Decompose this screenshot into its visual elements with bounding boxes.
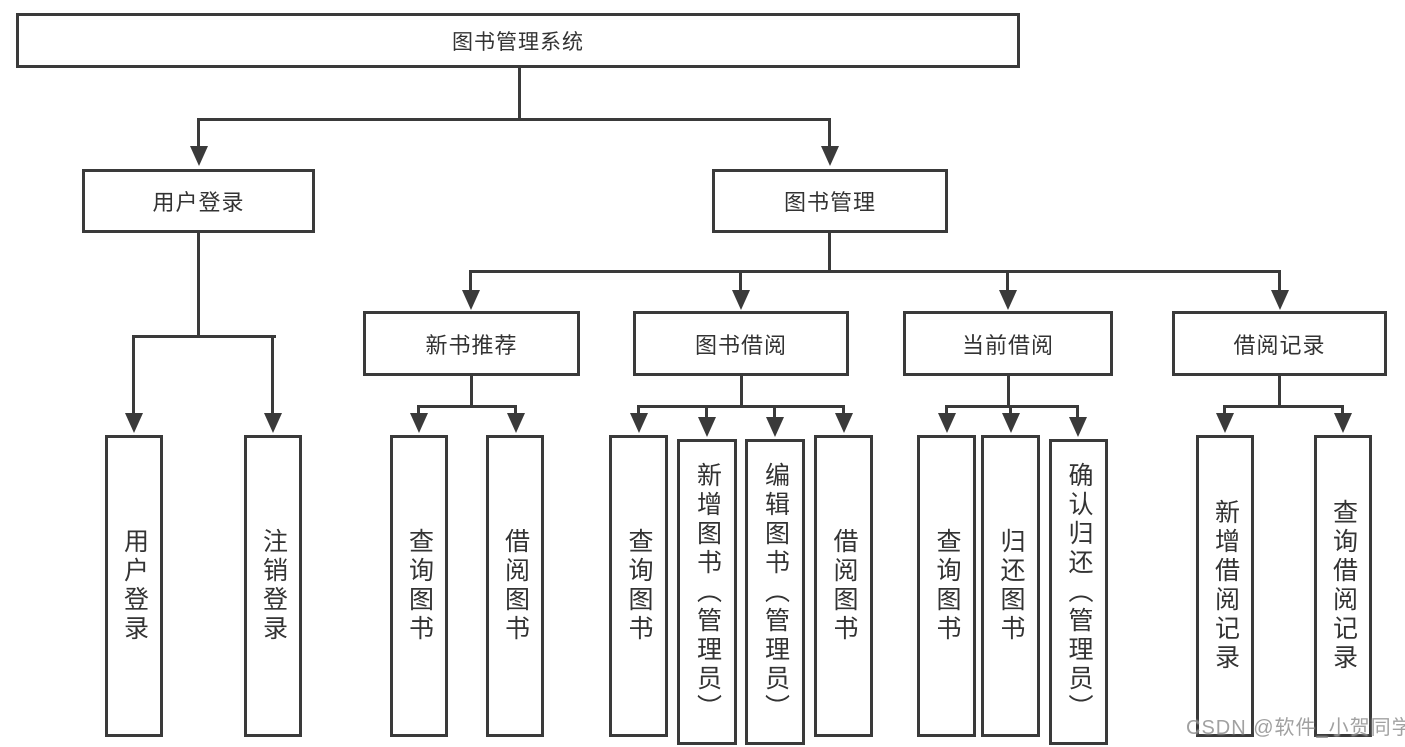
- node-borrowing-records-label: 借阅记录: [1233, 332, 1326, 358]
- node-leaf-borrow-books-recommend: 借阅图书: [486, 435, 544, 737]
- connector-shaft: [1223, 405, 1226, 417]
- node-current-borrowing-label: 当前借阅: [961, 332, 1054, 358]
- node-leaf-query-borrow-record-label: 查询借阅记录: [1329, 499, 1358, 673]
- connector-shaft: [1278, 270, 1281, 292]
- connector-arrowhead: [1334, 413, 1352, 433]
- connector-arrowhead: [1216, 413, 1234, 433]
- connector-shaft: [842, 405, 845, 417]
- connector-user-login-rail: [132, 335, 276, 338]
- connector-rail: [417, 405, 517, 408]
- connector-shaft: [705, 405, 708, 417]
- node-leaf-borrow-books-borrowing: 借阅图书: [814, 435, 873, 737]
- node-leaf-query-books-borrowing: 查询图书: [609, 435, 668, 737]
- node-leaf-add-borrow-record: 新增借阅记录: [1196, 435, 1254, 737]
- connector-rail: [637, 405, 845, 408]
- connector-arrowhead: [938, 413, 956, 433]
- node-new-book-recommend: 新书推荐: [363, 311, 580, 376]
- connector-shaft: [271, 335, 274, 415]
- connector-arrowhead: [999, 290, 1017, 310]
- node-leaf-query-books-current: 查询图书: [917, 435, 976, 737]
- connector-arrowhead: [264, 413, 282, 433]
- connector-shaft: [469, 270, 472, 292]
- node-leaf-user-login: 用户登录: [105, 435, 163, 737]
- connector-stem: [1007, 376, 1010, 408]
- watermark-text: CSDN @软件_小贺同学: [1186, 717, 1405, 739]
- connector-shaft: [132, 335, 135, 415]
- connector-shaft: [1009, 405, 1012, 417]
- node-current-borrowing: 当前借阅: [903, 311, 1113, 376]
- node-book-borrowing: 图书借阅: [633, 311, 849, 376]
- node-leaf-add-book-admin: 新增图书（管理员）: [677, 439, 737, 745]
- connector-shaft: [514, 405, 517, 417]
- node-leaf-logout: 注销登录: [244, 435, 302, 737]
- connector-shaft: [417, 405, 420, 417]
- connector-arrowhead: [125, 413, 143, 433]
- connector-book-management-stem: [828, 233, 831, 272]
- connector-stem: [470, 376, 473, 408]
- node-leaf-return-book: 归还图书: [981, 435, 1040, 737]
- connector-arrowhead: [462, 290, 480, 310]
- connector-level1-rail: [197, 118, 831, 121]
- node-leaf-edit-book-admin-label: 编辑图书（管理员）: [761, 461, 790, 723]
- connector-stem: [1278, 376, 1281, 408]
- connector-shaft: [197, 118, 200, 148]
- connector-arrowhead: [698, 417, 716, 437]
- connector-rail: [945, 405, 1079, 408]
- node-book-management-label: 图书管理: [783, 190, 876, 215]
- connector-arrowhead: [835, 413, 853, 433]
- node-root: 图书管理系统: [16, 13, 1020, 68]
- connector-arrowhead: [766, 417, 784, 437]
- connector-arrowhead: [507, 413, 525, 433]
- node-leaf-query-borrow-record: 查询借阅记录: [1314, 435, 1372, 737]
- node-book-borrowing-label: 图书借阅: [694, 332, 787, 358]
- connector-arrowhead: [1002, 413, 1020, 433]
- node-leaf-edit-book-admin: 编辑图书（管理员）: [745, 439, 805, 745]
- connector-arrowhead: [1069, 417, 1087, 437]
- connector-shaft: [773, 405, 776, 417]
- connector-user-login-stem: [197, 233, 200, 338]
- node-leaf-user-login-label: 用户登录: [120, 528, 149, 644]
- connector-rail: [1223, 405, 1344, 408]
- node-leaf-query-books-current-label: 查询图书: [933, 528, 961, 644]
- node-leaf-query-books-borrowing-label: 查询图书: [625, 528, 653, 644]
- node-leaf-borrow-books-borrowing-label: 借阅图书: [830, 528, 858, 644]
- connector-arrowhead: [1271, 290, 1289, 310]
- node-book-management: 图书管理: [712, 169, 948, 233]
- node-user-login-label: 用户登录: [152, 190, 245, 215]
- node-leaf-logout-label: 注销登录: [259, 528, 288, 644]
- node-borrowing-records: 借阅记录: [1172, 311, 1387, 376]
- node-leaf-add-book-admin-label: 新增图书（管理员）: [693, 461, 722, 723]
- node-leaf-return-book-label: 归还图书: [997, 528, 1025, 644]
- node-new-book-recommend-label: 新书推荐: [425, 332, 518, 358]
- connector-root-stem: [518, 68, 521, 121]
- connector-arrowhead: [821, 146, 839, 166]
- connector-level2-rail: [469, 270, 1281, 273]
- node-leaf-add-borrow-record-label: 新增借阅记录: [1211, 499, 1240, 673]
- node-leaf-query-books-recommend: 查询图书: [390, 435, 448, 737]
- connector-arrowhead: [410, 413, 428, 433]
- connector-shaft: [637, 405, 640, 417]
- connector-arrowhead: [190, 146, 208, 166]
- connector-arrowhead: [732, 290, 750, 310]
- connector-stem: [740, 376, 743, 408]
- node-leaf-confirm-return-admin-label: 确认归还（管理员）: [1065, 461, 1093, 723]
- connector-shaft: [1341, 405, 1344, 417]
- node-leaf-confirm-return-admin: 确认归还（管理员）: [1049, 439, 1108, 745]
- node-leaf-borrow-books-recommend-label: 借阅图书: [501, 528, 530, 644]
- connector-arrowhead: [630, 413, 648, 433]
- node-leaf-query-books-recommend-label: 查询图书: [405, 528, 434, 644]
- connector-shaft: [1076, 405, 1079, 417]
- node-root-label: 图书管理系统: [452, 30, 584, 54]
- connector-shaft: [828, 118, 831, 148]
- connector-shaft: [739, 270, 742, 292]
- connector-shaft: [945, 405, 948, 417]
- node-user-login: 用户登录: [82, 169, 315, 233]
- connector-shaft: [1006, 270, 1009, 292]
